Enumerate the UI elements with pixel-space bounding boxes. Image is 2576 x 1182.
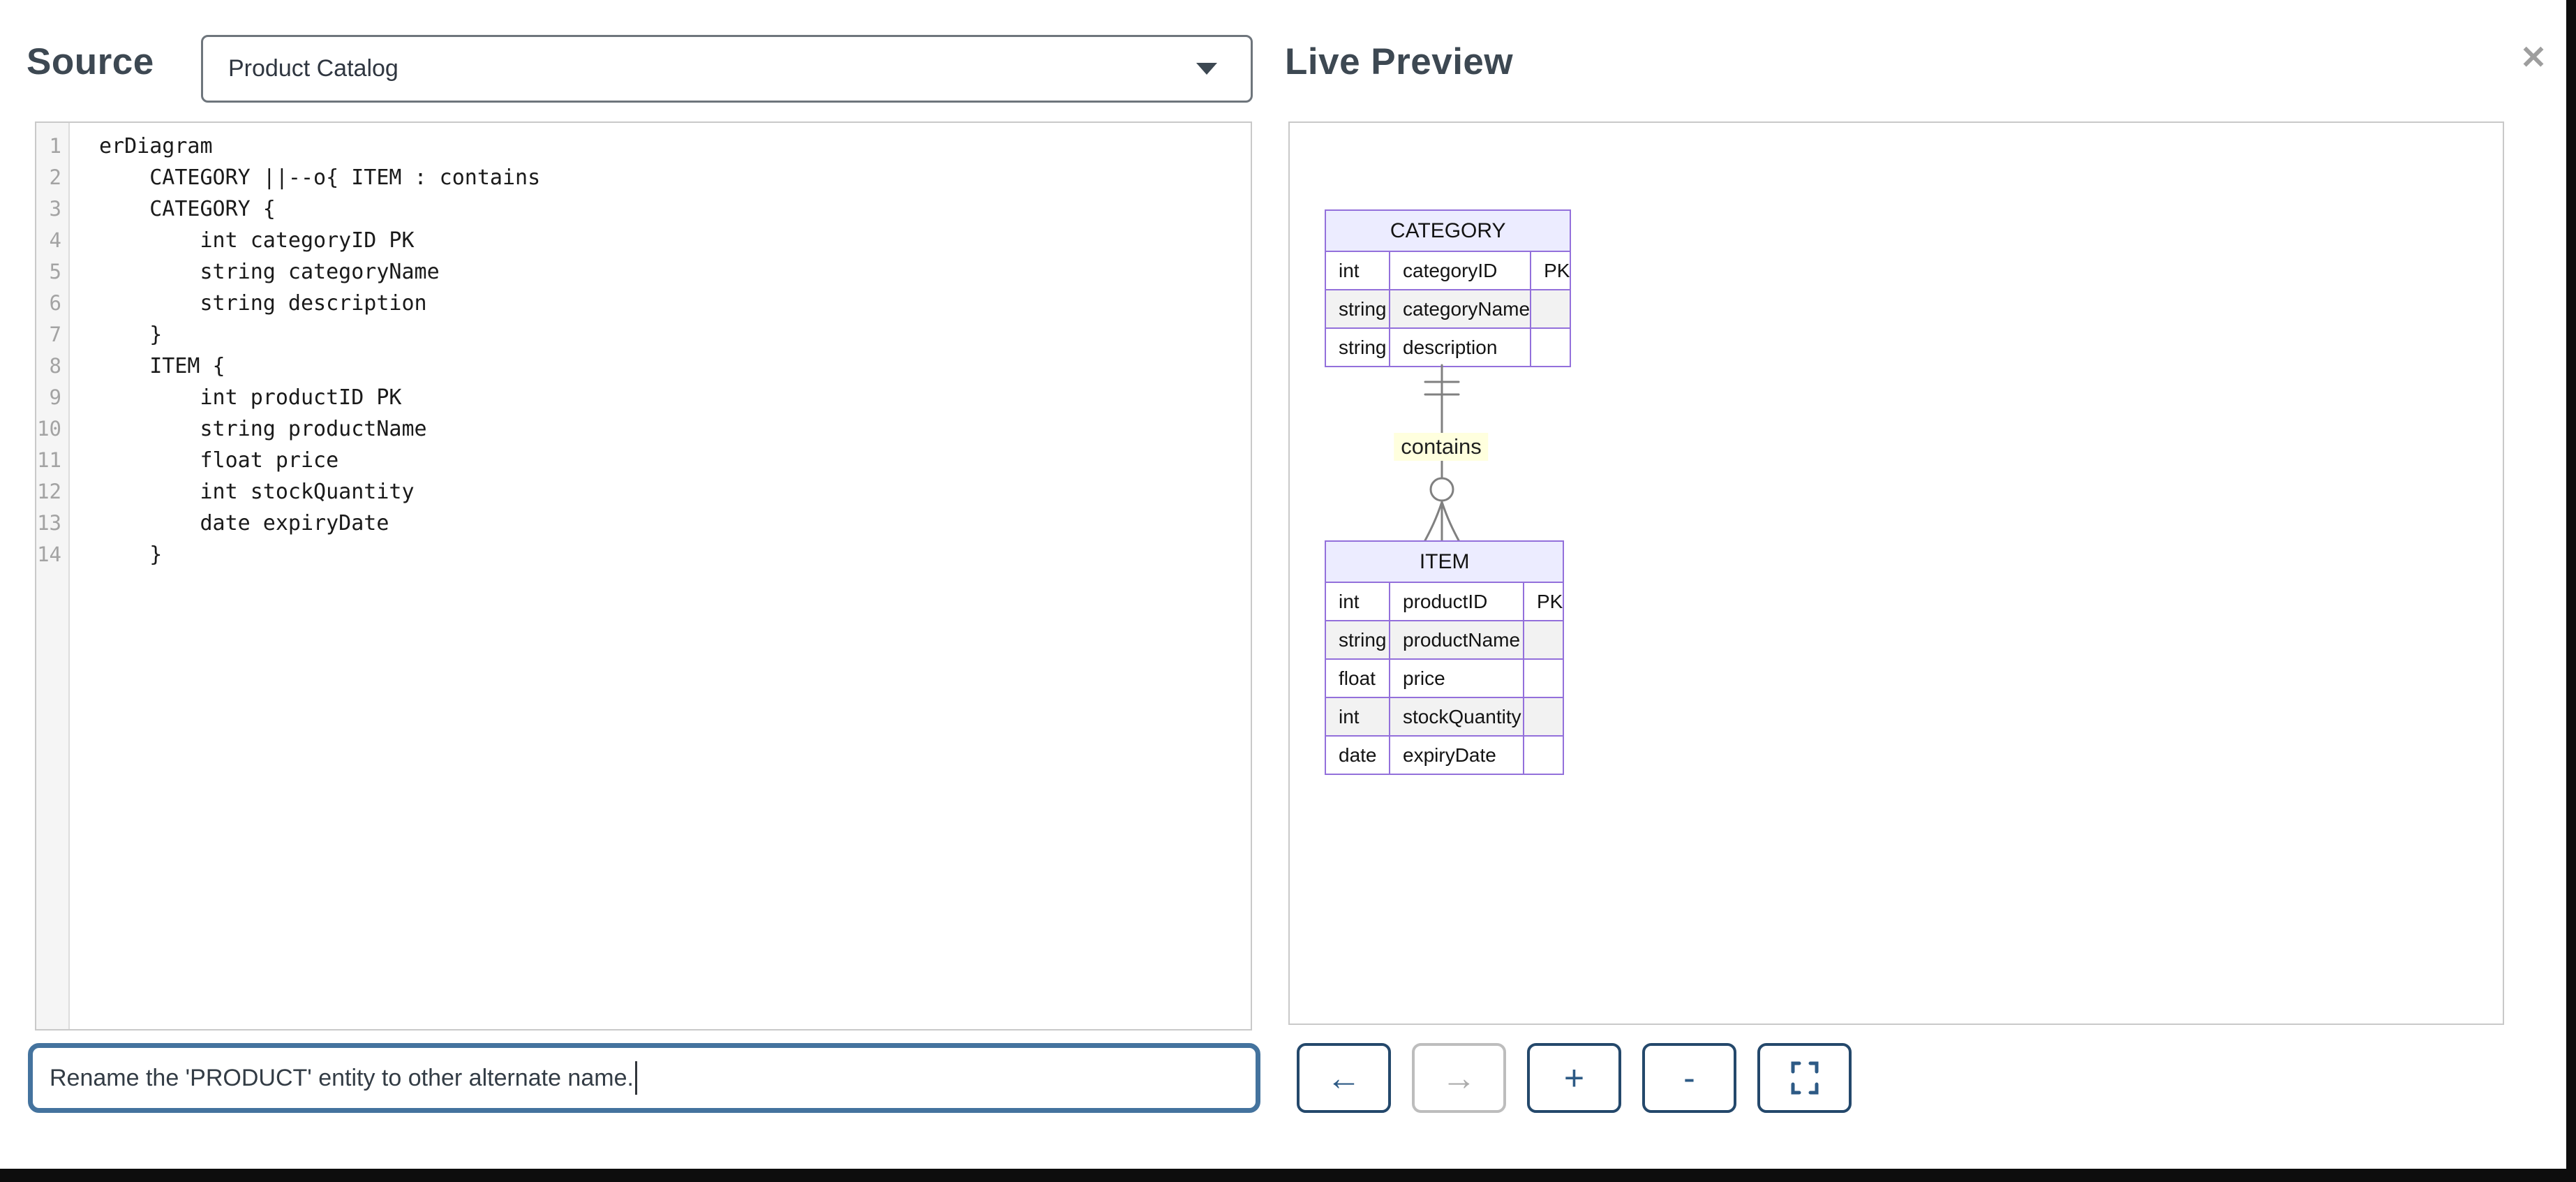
entity-name: ITEM: [1324, 540, 1565, 583]
code-line: CATEGORY {: [99, 197, 276, 221]
entity-cell: [1522, 658, 1565, 698]
forward-icon: →: [1441, 1058, 1477, 1098]
fullscreen-icon: [1791, 1061, 1818, 1095]
entity-cell: int: [1325, 582, 1390, 621]
zoom-out-button[interactable]: -: [1642, 1043, 1736, 1113]
code-line: string categoryName: [99, 260, 440, 284]
line-number: 5: [49, 260, 61, 283]
close-icon[interactable]: ✕: [2519, 39, 2547, 75]
zoom-in-icon: +: [1563, 1058, 1585, 1098]
entity-cell: stockQuantity: [1389, 697, 1524, 737]
line-number: 14: [37, 542, 61, 566]
code-line: erDiagram: [99, 134, 213, 158]
entity-cell: [1522, 620, 1565, 660]
line-number: 9: [49, 385, 61, 409]
code-line: string productName: [99, 417, 427, 441]
prompt-input[interactable]: Rename the 'PRODUCT' entity to other alt…: [28, 1043, 1260, 1113]
code-line: int stockQuantity: [99, 480, 415, 504]
line-number: 3: [49, 197, 61, 221]
entity-cell: expiryDate: [1389, 735, 1524, 775]
fullscreen-button[interactable]: [1757, 1043, 1852, 1113]
diagram-select[interactable]: Product Catalog: [201, 35, 1253, 103]
code-line: CATEGORY ||--o{ ITEM : contains: [99, 165, 541, 190]
chevron-down-icon: [1196, 63, 1217, 75]
code-line: int categoryID PK: [99, 228, 415, 253]
entity-cell: int: [1325, 697, 1390, 737]
text-cursor: [634, 1061, 637, 1095]
entity-cell: price: [1389, 658, 1524, 698]
line-number: 1: [49, 134, 61, 158]
prompt-input-value: Rename the 'PRODUCT' entity to other alt…: [50, 1064, 634, 1091]
back-icon: ←: [1326, 1058, 1362, 1098]
entity-cell: string: [1325, 620, 1390, 660]
line-number: 8: [49, 354, 61, 378]
line-number: 12: [37, 480, 61, 503]
code-content[interactable]: erDiagram CATEGORY ||--o{ ITEM : contain…: [70, 123, 1251, 1029]
line-number: 6: [49, 291, 61, 315]
code-line: int productID PK: [99, 385, 402, 410]
entity-cell: string: [1325, 289, 1390, 329]
code-line: }: [99, 542, 163, 567]
entity-cell: [1522, 697, 1565, 737]
entity-cell: description: [1388, 327, 1532, 367]
preview-panel-title: Live Preview: [1285, 41, 1514, 82]
line-number: 13: [37, 511, 61, 535]
line-number: 7: [49, 323, 61, 346]
entity-name: CATEGORY: [1324, 209, 1572, 252]
code-line: float price: [99, 448, 339, 473]
entity-cell: categoryID: [1388, 251, 1532, 290]
code-line: date expiryDate: [99, 511, 389, 535]
entity-cell: [1522, 735, 1565, 775]
forward-button[interactable]: →: [1412, 1043, 1506, 1113]
diagram-select-value: Product Catalog: [228, 55, 399, 82]
code-line: string description: [99, 291, 427, 316]
zoom-out-icon: -: [1683, 1058, 1695, 1098]
relationship-label: contains: [1394, 433, 1489, 461]
code-line: ITEM {: [99, 354, 225, 378]
entity-cell: float: [1325, 658, 1390, 698]
code-line: }: [99, 323, 163, 347]
line-number: 10: [37, 417, 61, 441]
zoom-in-button[interactable]: +: [1527, 1043, 1621, 1113]
entity-cell: categoryName: [1388, 289, 1532, 329]
line-number: 11: [37, 448, 61, 472]
back-button[interactable]: ←: [1297, 1043, 1391, 1113]
line-number: 2: [49, 165, 61, 189]
entity-cell: date: [1325, 735, 1390, 775]
entity-cell: PK: [1522, 582, 1565, 621]
entity-cell: productName: [1389, 620, 1524, 660]
entity-cell: PK: [1530, 251, 1572, 290]
entity-cell: [1530, 327, 1572, 367]
line-number: 4: [49, 228, 61, 252]
entity-cell: string: [1325, 327, 1390, 367]
source-panel-title: Source: [27, 41, 154, 82]
entity-cell: productID: [1389, 582, 1524, 621]
entity-cell: int: [1325, 251, 1390, 290]
entity-cell: [1530, 289, 1572, 329]
